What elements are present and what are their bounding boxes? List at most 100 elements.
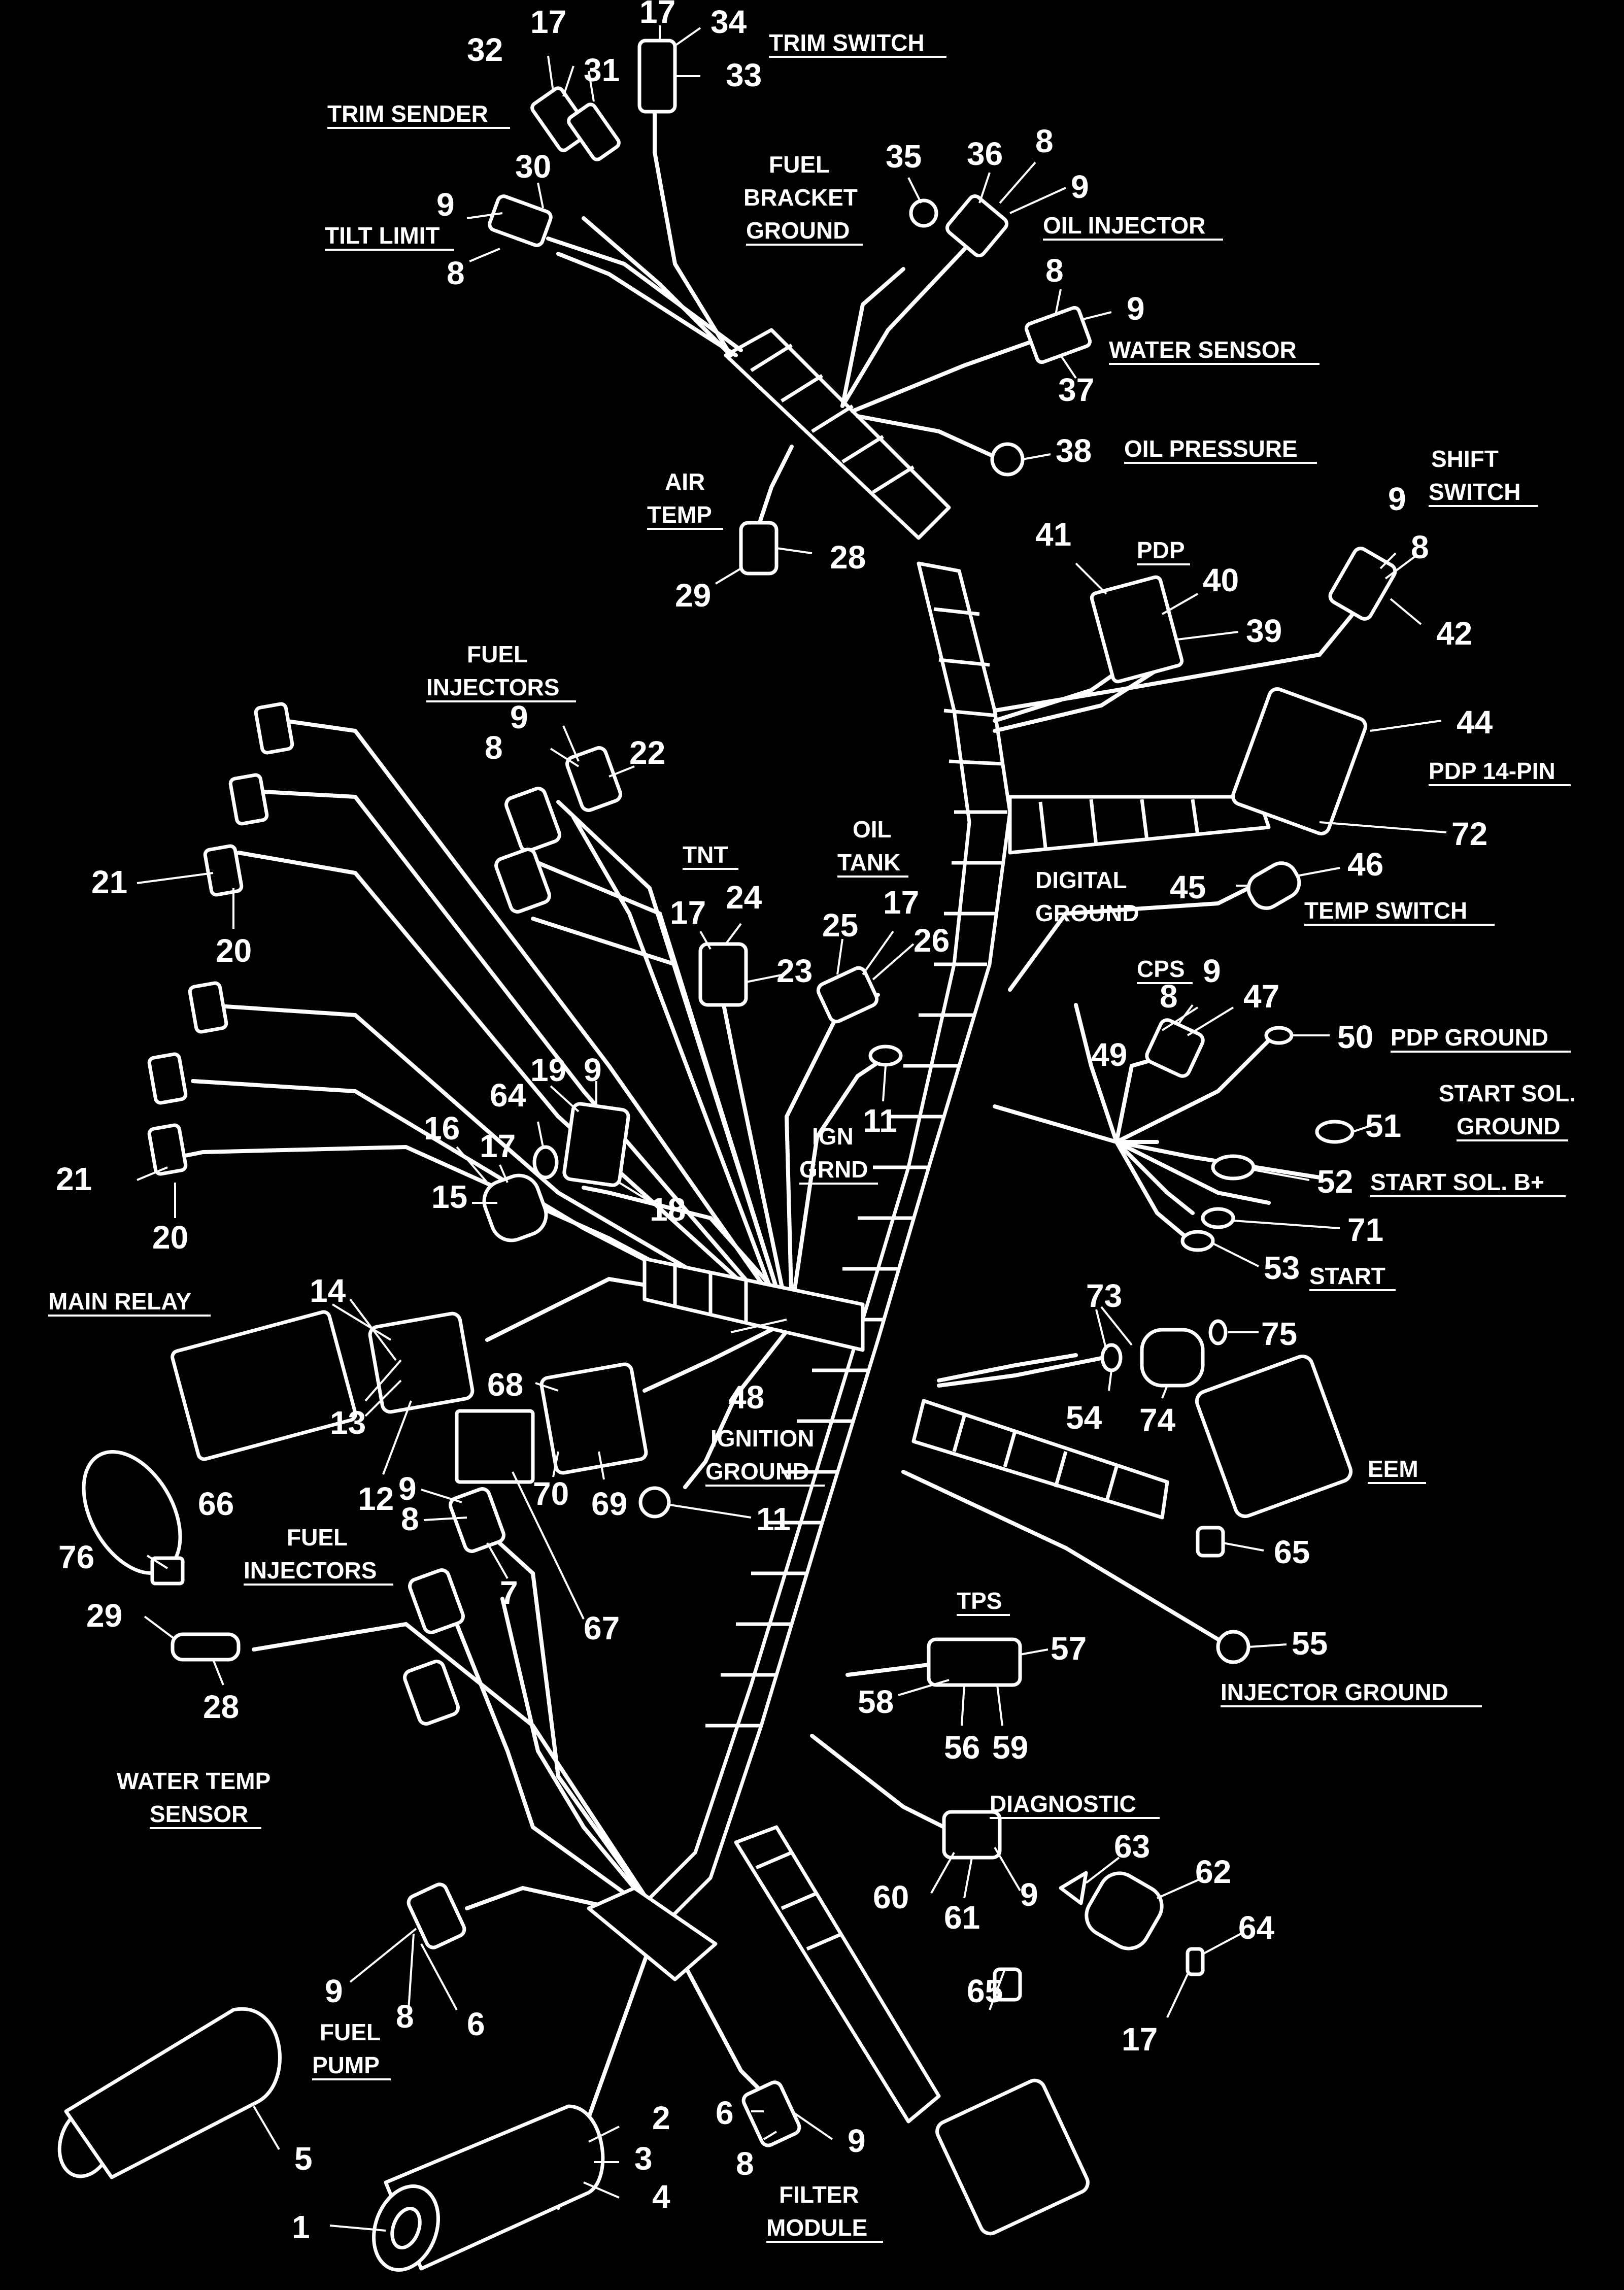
- callout-53: 53: [1264, 1250, 1300, 1286]
- label-pdp: PDP: [1137, 537, 1185, 563]
- callout-61: 61: [944, 1899, 980, 1936]
- callout-40: 40: [1203, 562, 1239, 598]
- terminal-71-ring: [1201, 1207, 1235, 1229]
- callout-6: 6: [716, 2095, 734, 2131]
- label-filter-module-1: FILTER: [779, 2181, 859, 2208]
- callout-17: 17: [883, 884, 919, 921]
- callout-8: 8: [1045, 252, 1064, 289]
- label-eem: EEM: [1368, 1456, 1418, 1482]
- callout-28: 28: [830, 539, 866, 576]
- callout-9: 9: [436, 186, 455, 223]
- tps-connector: [927, 1637, 1022, 1687]
- label-temp-switch: TEMP SWITCH: [1304, 897, 1467, 924]
- callout-9: 9: [325, 1973, 343, 2009]
- upper-sub-harness: [546, 99, 1053, 540]
- callout-39: 39: [1246, 613, 1282, 649]
- callout-18: 18: [650, 1191, 686, 1228]
- callout-11: 11: [756, 1501, 791, 1537]
- callout-6: 6: [467, 2006, 485, 2042]
- callout-64: 64: [1238, 1909, 1275, 1946]
- callout-66: 66: [198, 1486, 234, 1522]
- label-ign-grnd-2: GRND: [799, 1156, 868, 1183]
- callout-24: 24: [726, 879, 762, 916]
- start-ring: [1180, 1230, 1215, 1252]
- tnt-connector: [698, 942, 748, 1007]
- callout-1: 1: [292, 2209, 310, 2245]
- main-harness-trunk: [648, 561, 1012, 1921]
- label-start-sol-b: START SOL. B+: [1370, 1169, 1544, 1195]
- label-start-sol-ground-1: START SOL.: [1439, 1080, 1576, 1106]
- callout-69: 69: [591, 1486, 627, 1522]
- relay-67: [455, 1409, 535, 1484]
- callout-56: 56: [944, 1729, 980, 1766]
- label-filter-module-2: MODULE: [766, 2214, 867, 2241]
- callout-38: 38: [1056, 432, 1092, 469]
- label-fuel-injectors-bot-1: FUEL: [287, 1524, 348, 1551]
- label-air-temp-2: TEMP: [647, 501, 712, 528]
- label-ign-grnd-1: IGN: [812, 1123, 854, 1150]
- callout-26: 26: [913, 922, 950, 959]
- callout-9: 9: [584, 1052, 602, 1088]
- caption-labels: TRIM SENDER TRIM SWITCH TILT LIMIT FUEL …: [48, 29, 1576, 2243]
- number-callouts: 32 17 31 30 9 8 17 34 33 35 36 8 9 8 9 3…: [56, 0, 1493, 2245]
- callout-76: 76: [58, 1539, 94, 1575]
- callout-20: 20: [152, 1219, 188, 1256]
- fuel-injector-bottom-2: [408, 1568, 465, 1634]
- fuel-bracket-ground-ring: [909, 198, 938, 228]
- callout-9: 9: [1388, 481, 1406, 517]
- callout-62: 62: [1195, 1854, 1231, 1890]
- callout-8: 8: [1035, 123, 1054, 159]
- label-start: START: [1309, 1263, 1385, 1289]
- fuel-pump-connector: [407, 1882, 466, 1949]
- callout-52: 52: [1317, 1163, 1353, 1200]
- pdp-connector: [1090, 575, 1184, 684]
- label-fuel-pump-2: PUMP: [312, 2052, 380, 2078]
- callout-44: 44: [1457, 704, 1493, 740]
- callout-36: 36: [967, 136, 1003, 172]
- callout-67: 67: [584, 1610, 620, 1646]
- pdp-14-pin-connector: [1231, 687, 1368, 835]
- plug-64-top: [532, 1145, 559, 1180]
- callout-29: 29: [675, 577, 711, 614]
- fuel-injector-bottom-1: [449, 1487, 505, 1553]
- callout-17: 17: [670, 894, 706, 931]
- label-digital-ground-2: GROUND: [1035, 900, 1139, 926]
- callout-9: 9: [1203, 953, 1221, 989]
- water-sensor-connector: [1024, 306, 1092, 364]
- plug-65-top: [1196, 1526, 1225, 1558]
- right-branches: [734, 597, 1367, 2124]
- callout-70: 70: [533, 1475, 569, 1512]
- callout-8: 8: [485, 729, 503, 766]
- callout-7: 7: [500, 1574, 518, 1611]
- tilt-limit-connector: [488, 194, 553, 247]
- label-oil-tank-1: OIL: [853, 816, 892, 843]
- filter-module-connector: [741, 2080, 801, 2147]
- connector-19: [562, 1102, 630, 1187]
- callout-47: 47: [1243, 978, 1279, 1015]
- callout-54: 54: [1066, 1399, 1102, 1436]
- label-pdp-ground: PDP GROUND: [1391, 1024, 1548, 1051]
- callout-13: 13: [330, 1404, 366, 1441]
- label-oil-pressure: OIL PRESSURE: [1124, 435, 1298, 462]
- pdp-ground-ring: [1264, 1026, 1294, 1045]
- callout-74: 74: [1139, 1402, 1176, 1438]
- label-main-relay: MAIN RELAY: [48, 1288, 191, 1315]
- label-start-sol-ground-2: GROUND: [1457, 1113, 1560, 1139]
- callout-71: 71: [1347, 1211, 1383, 1248]
- callout-17: 17: [480, 1128, 516, 1164]
- spark-plug-boot-6: [147, 1123, 188, 1176]
- leader-lines: [137, 25, 1447, 2232]
- callout-29: 29: [86, 1597, 122, 1634]
- label-shift-switch-2: SWITCH: [1429, 479, 1520, 505]
- callout-9: 9: [510, 699, 528, 735]
- callout-72: 72: [1451, 816, 1487, 852]
- callout-9: 9: [398, 1470, 417, 1507]
- sleeve-5: [64, 2007, 282, 2179]
- filter-module-plug: [935, 2078, 1090, 2236]
- spark-plug-boot-4: [188, 981, 228, 1034]
- callout-34: 34: [710, 4, 747, 40]
- oil-injector-connector: [945, 194, 1008, 257]
- callout-2: 2: [652, 2100, 670, 2136]
- label-digital-ground-1: DIGITAL: [1035, 867, 1127, 893]
- callout-31: 31: [584, 52, 620, 88]
